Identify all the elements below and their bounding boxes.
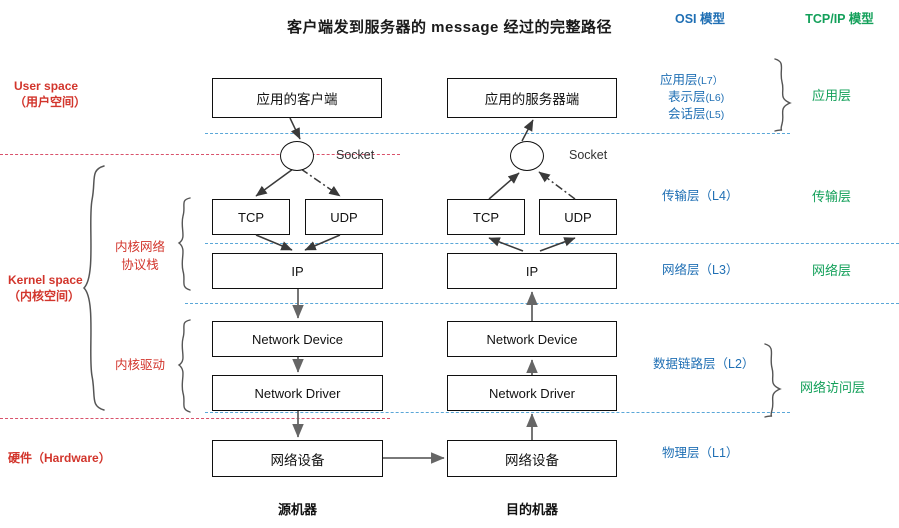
page-title: 客户端发到服务器的 message 经过的完整路径: [286, 19, 613, 36]
label-user-space-cn: （用户空间）: [14, 95, 87, 109]
source-socket-label: Socket: [336, 148, 375, 162]
divider-datalink-physical-blue: [205, 412, 790, 413]
label-hardware: 硬件（Hardware）: [8, 450, 168, 466]
osi-layer-l4-code: （L4）: [699, 189, 739, 203]
osi-layer-l2: 数据链路层（L2）: [653, 356, 754, 373]
label-kernel-driver-text: 内核驱动: [114, 358, 165, 372]
osi-layer-l1-name: 物理层: [662, 446, 700, 460]
arrow-dest-tcp-to-socket: [488, 172, 520, 200]
box-dest-tcp[interactable]: TCP: [447, 199, 525, 235]
osi-layer-l6: 表示层(L6): [668, 89, 724, 107]
source-socket-circle[interactable]: [280, 141, 314, 171]
osi-layer-l7-name: 应用层: [660, 73, 698, 87]
dest-socket-circle[interactable]: [510, 141, 544, 171]
osi-layer-l6-code: (L6): [705, 92, 725, 104]
label-kernel-network-stack: 内核网络 协议栈: [98, 238, 182, 274]
label-kernel-space-en: Kernel space: [8, 273, 83, 287]
osi-layer-l3-code: （L3）: [699, 263, 739, 277]
label-user-space: User space （用户空间）: [14, 78, 134, 110]
osi-layer-l5-name: 会话层: [668, 107, 706, 121]
arrow-source-socket-to-udp: [300, 168, 341, 197]
osi-layer-l3-name: 网络层: [662, 263, 700, 277]
caption-source-machine: 源机器: [277, 502, 317, 517]
divider-app-transport-blue: [205, 133, 790, 134]
divider-transport-network-blue: [205, 243, 899, 244]
osi-model-header: OSI 模型: [674, 12, 725, 26]
box-source-tcp[interactable]: TCP: [212, 199, 290, 235]
label-kernel-network-stack-line1: 内核网络: [114, 240, 165, 254]
dest-socket-label: Socket: [569, 148, 608, 162]
osi-layer-l3: 网络层（L3）: [662, 262, 738, 279]
caption-dest-machine: 目的机器: [505, 502, 558, 517]
arrow-dest-ip-to-udp: [539, 237, 576, 252]
arrow-dest-ip-to-tcp: [488, 237, 524, 252]
arrow-source-socket-to-tcp: [255, 168, 294, 197]
label-hardware-text: 硬件（Hardware）: [8, 451, 111, 465]
box-dest-network-driver[interactable]: Network Driver: [447, 375, 617, 411]
osi-layer-l6-name: 表示层: [668, 90, 706, 104]
osi-layer-l1: 物理层（L1）: [662, 445, 738, 462]
tcpip-layer-network-access: 网络访问层: [800, 380, 866, 395]
box-dest-ip[interactable]: IP: [447, 253, 617, 289]
osi-layer-l4: 传输层（L4）: [662, 188, 738, 205]
label-kernel-space-cn: （内核空间）: [8, 289, 81, 303]
osi-layer-l5-code: (L5): [705, 109, 725, 121]
box-source-network-device[interactable]: Network Device: [212, 321, 383, 357]
tcpip-layer-internet: 网络层: [812, 263, 852, 278]
divider-network-datalink-blue: [185, 303, 899, 304]
box-source-udp[interactable]: UDP: [305, 199, 383, 235]
box-dest-network-device[interactable]: Network Device: [447, 321, 617, 357]
osi-layer-l4-name: 传输层: [662, 189, 700, 203]
osi-layer-l2-code: （L2）: [715, 357, 755, 371]
osi-layer-l7-code: (L7）: [697, 75, 724, 87]
box-source-hardware-device[interactable]: 网络设备: [212, 440, 383, 477]
tcpip-application-brace: [774, 58, 792, 132]
tcpip-model-header: TCP/IP 模型: [805, 12, 874, 26]
osi-layer-l7: 应用层(L7）: [660, 72, 723, 90]
arrow-dest-socket-to-app: [521, 119, 534, 142]
osi-layer-l1-code: （L1）: [699, 446, 739, 460]
box-dest-application[interactable]: 应用的服务器端: [447, 78, 617, 118]
label-kernel-space: Kernel space （内核空间）: [8, 272, 138, 304]
box-source-network-driver[interactable]: Network Driver: [212, 375, 383, 411]
label-kernel-network-stack-line2: 协议栈: [121, 258, 159, 272]
osi-layer-l5: 会话层(L5): [668, 106, 724, 124]
box-source-ip[interactable]: IP: [212, 253, 383, 289]
divider-userspace-kernelspace-red: [0, 154, 400, 155]
tcpip-network-access-brace: [764, 343, 782, 418]
divider-kernelspace-hardware-red: [0, 418, 390, 419]
label-user-space-en: User space: [14, 79, 79, 93]
box-source-application[interactable]: 应用的客户端: [212, 78, 382, 118]
box-dest-hardware-device[interactable]: 网络设备: [447, 440, 617, 477]
arrow-dest-udp-to-socket: [538, 171, 576, 200]
box-dest-udp[interactable]: UDP: [539, 199, 617, 235]
tcpip-layer-application: 应用层: [812, 88, 852, 103]
tcpip-layer-transport: 传输层: [812, 189, 852, 204]
osi-layer-l2-name: 数据链路层: [653, 357, 716, 371]
label-kernel-driver: 内核驱动: [98, 356, 182, 374]
arrow-source-app-to-socket: [289, 117, 301, 140]
